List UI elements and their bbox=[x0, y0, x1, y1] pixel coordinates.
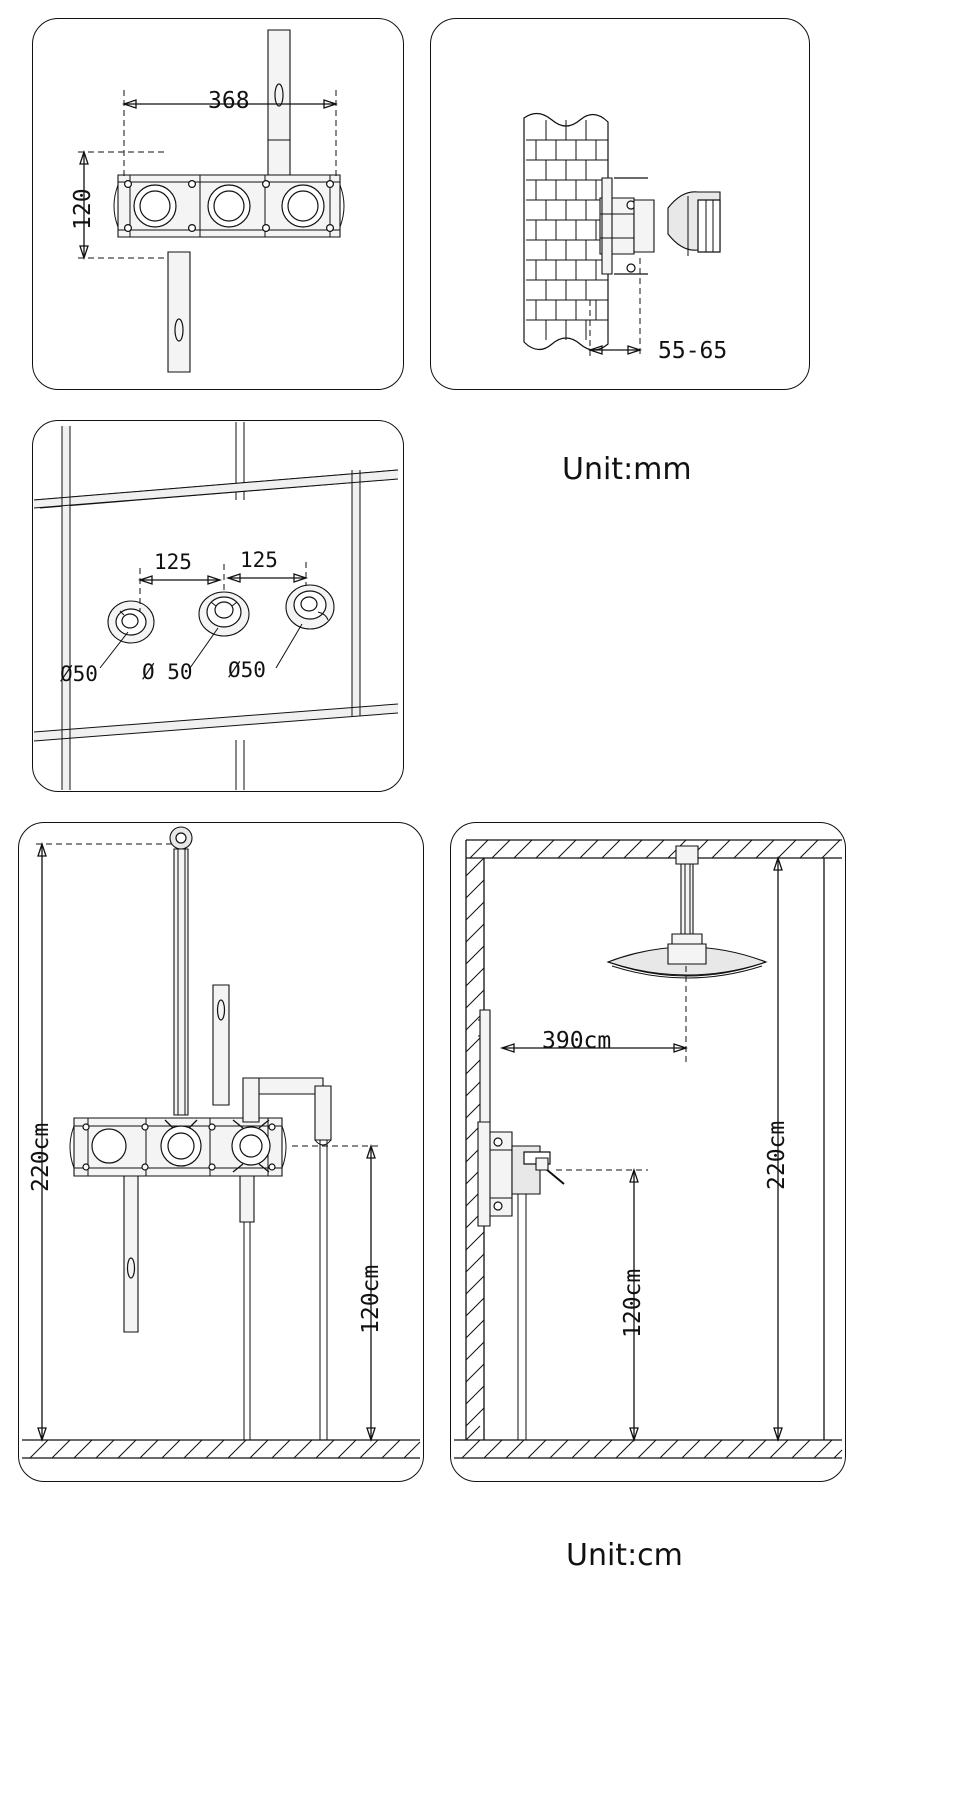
unit-note-cm: Unit:cm bbox=[566, 1538, 683, 1573]
dim-label-125-left: 125 bbox=[154, 550, 192, 574]
dim-label-220cm-side: 220cm bbox=[764, 1120, 790, 1190]
dim-label-125-right: 125 bbox=[240, 548, 278, 572]
dim-label-dia50-3: Ø50 bbox=[228, 658, 266, 682]
dim-label-dia50-2: Ø 50 bbox=[142, 660, 193, 684]
dim-label-5565: 55-65 bbox=[658, 338, 728, 364]
dim-label-120cm-side: 120cm bbox=[620, 1268, 646, 1338]
dim-label-368: 368 bbox=[208, 88, 250, 114]
unit-note-mm: Unit:mm bbox=[562, 452, 692, 487]
dim-label-dia50-1: Ø50 bbox=[60, 662, 98, 686]
dim-label-390cm: 390cm bbox=[542, 1028, 612, 1054]
